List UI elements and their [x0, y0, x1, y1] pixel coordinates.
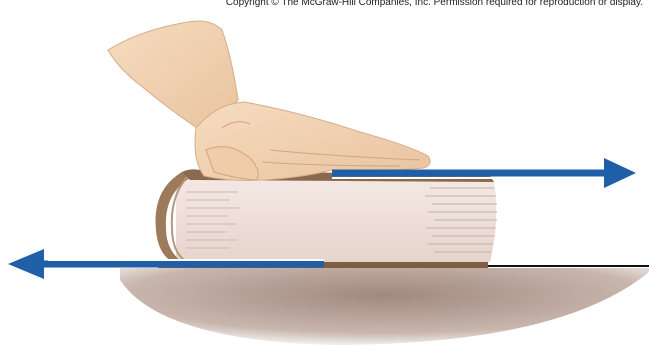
book-icon	[156, 169, 497, 268]
table-surface	[120, 266, 649, 345]
hand-icon	[108, 21, 430, 181]
